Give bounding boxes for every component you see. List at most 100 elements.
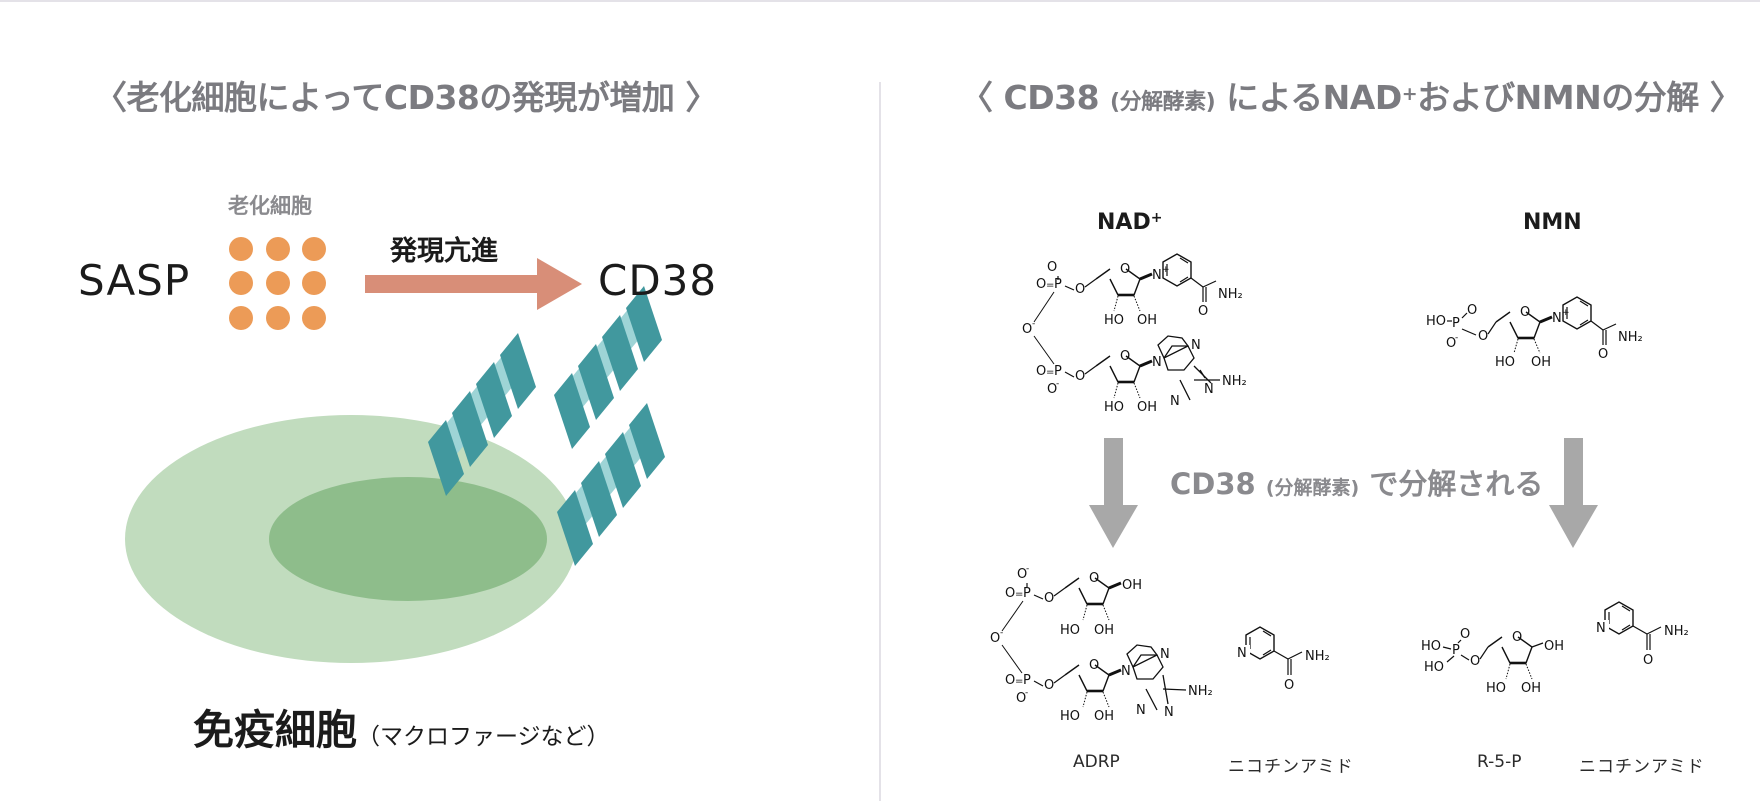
atom-OH: OH [1531,355,1551,370]
atom-O: O [1047,260,1057,275]
nad-title: NAD+ [1097,210,1162,235]
atom-HO: HO [1486,681,1506,696]
atom-Ominus: O [990,631,1000,646]
atom-HO: HO [1426,314,1446,329]
atom-NH2: NH₂ [1218,287,1243,302]
atom-O: O [1520,305,1530,320]
dot [229,271,253,295]
dot [229,237,253,261]
atom-O: O [1005,586,1015,601]
atom-O: O [1478,329,1488,344]
atom-O: O [1017,567,1027,582]
nicotinamide-label-1: ニコチンアミド [1228,757,1354,777]
atom-NH2: NH₂ [1188,684,1213,699]
atom-NH2: NH₂ [1305,649,1330,664]
svg-text:-: - [1032,319,1035,329]
atom-HO: HO [1424,660,1444,675]
panel-divider [879,82,881,801]
atom-O: O [1643,653,1653,668]
svg-text:+: + [1162,265,1170,275]
right-panel-title: 〈 CD38 (分解酵素) によるNAD+およびNMNの分解 〉 [960,74,1743,122]
nmn-structure: HO O P O - O O N + O NH₂ HO OH [1426,296,1643,370]
nicotinamide-structure-1: N O NH₂ [1236,626,1330,693]
degrade-text: で分解される [1369,467,1544,501]
nad-structure: O O = P O O N + O NH₂ HO OH O - O = P O … [1022,253,1247,415]
receptor-panel [578,344,614,420]
atom-NH2: NH₂ [1664,624,1689,639]
svg-text:-: - [1025,688,1028,698]
nad-sup: + [1150,210,1163,226]
atom-HO: HO [1104,400,1124,415]
atom-O: O [1089,571,1099,586]
receptor-panel [476,362,512,438]
receptor-panel [452,391,488,467]
degrade-enzyme: (分解酵素) [1265,477,1360,499]
cd38-receptors [428,286,665,566]
atom-O: O [1467,303,1477,318]
title-bracket-close: 〉 [685,78,718,117]
svg-text:-: - [1000,628,1003,638]
degrade-arrow-left-icon [1089,438,1138,548]
atom-P: P [1054,364,1062,379]
atom-N: N [1121,664,1131,679]
degrade-cd38: CD38 [1170,467,1256,501]
svg-text:=: = [1046,280,1054,291]
atom-O: O [1075,282,1085,297]
atom-O: O [1089,658,1099,673]
title-sup: + [1401,83,1418,105]
atom-P: P [1023,586,1031,601]
degrade-arrow-right-icon [1549,438,1598,548]
receptor-panel [500,333,536,409]
atom-OH: OH [1094,709,1114,724]
title-bracket-open: 〈 [960,78,993,117]
senescent-cell-label: 老化細胞 [228,194,312,218]
svg-text:=: = [1046,367,1054,378]
title-bracket-close: 〉 [1709,78,1743,117]
dot [302,271,326,295]
senescent-cell-dots [229,237,326,330]
receptor-panel [605,432,641,508]
top-border [0,0,1760,2]
immune-cell-label: 免疫細胞（マクロファージなど） [193,696,610,756]
dot [266,237,290,261]
atom-N: N [1170,394,1180,409]
atom-O: O [1036,277,1046,292]
atom-N: N [1596,621,1606,636]
atom-NH2: NH₂ [1222,374,1247,389]
atom-HO: HO [1104,313,1124,328]
svg-text:-: - [1056,379,1059,389]
svg-text:-: - [1026,564,1029,574]
dot [266,271,290,295]
promote-label: 発現亢進 [390,236,498,267]
atom-N: N [1164,705,1174,720]
atom-HO: HO [1421,639,1441,654]
sasp-label: SASP [78,256,191,305]
immune-cell-nucleus [269,477,547,601]
immune-cell-example: （マクロファージなど） [357,724,610,750]
atom-Ominus: O [1022,322,1032,337]
receptor-panel [554,373,590,449]
atom-O: O [1047,382,1057,397]
left-panel-title: 〈老化細胞によってCD38の発現が増加 〉 [94,74,718,122]
receptor-panel [629,403,665,479]
degrade-caption: CD38 (分解酵素) で分解される [1170,461,1543,503]
atom-O: O [1016,691,1026,706]
svg-text:+: + [1562,308,1570,318]
atom-Nplus: N [1152,268,1162,283]
receptor-panel [428,420,464,496]
dot [302,306,326,330]
atom-HO: HO [1060,623,1080,638]
title-enzyme: (分解酵素) [1110,90,1216,115]
dot [229,306,253,330]
atom-OH: OH [1094,623,1114,638]
adrp-label: ADRP [1073,752,1120,772]
atom-OH: OH [1544,639,1564,654]
title-mid: によるNAD [1226,78,1402,117]
atom-O: O [1075,369,1085,384]
receptor-panel [602,315,638,391]
atom-O: O [1044,591,1054,606]
atom-N: N [1204,382,1214,397]
dot [302,237,326,261]
